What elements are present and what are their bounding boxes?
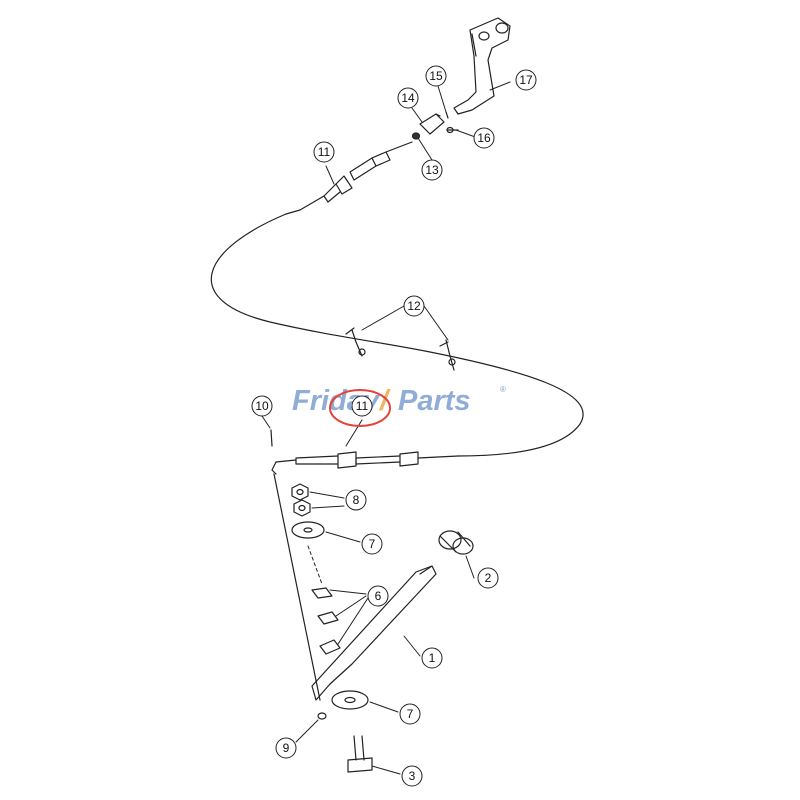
svg-text:15: 15 [429, 69, 443, 83]
callout-10[interactable]: 10 [251, 395, 273, 417]
leader-lines [261, 81, 511, 775]
callout-2[interactable]: 2 [477, 567, 499, 589]
callout-7-upper[interactable]: 7 [361, 533, 383, 555]
svg-text:11: 11 [318, 145, 331, 159]
part-14-clevis [419, 113, 445, 135]
callout-15[interactable]: 16 [473, 127, 495, 149]
part-11-cable-end-lower [271, 451, 459, 475]
callout-6[interactable]: 6 [367, 585, 389, 607]
watermark: Friday / Parts ® [292, 385, 506, 417]
svg-text:17: 17 [519, 73, 533, 87]
callout-8[interactable]: 8 [345, 489, 367, 511]
svg-text:7: 7 [407, 707, 414, 721]
callout-11-lower[interactable]: 11 [351, 395, 373, 417]
part-11-cable-end-upper [285, 141, 413, 215]
callout-14[interactable]: 14 [397, 87, 419, 109]
part-16-clip [445, 111, 449, 119]
svg-text:16: 16 [477, 131, 491, 145]
callout-11-upper[interactable]: 11 [313, 141, 335, 163]
svg-text:1: 1 [429, 651, 436, 665]
svg-text:9: 9 [283, 741, 290, 755]
part-17-bracket [453, 17, 511, 115]
callout-1[interactable]: 1 [421, 647, 443, 669]
svg-text:3: 3 [409, 769, 416, 783]
callout-12[interactable]: 12 [403, 295, 425, 317]
part-8-nut-upper [291, 483, 309, 501]
svg-text:6: 6 [375, 589, 382, 603]
part-8-nut-lower [293, 499, 311, 517]
cable-loop [210, 213, 584, 457]
watermark-text-parts: Parts [398, 385, 471, 417]
part-3-bolt [347, 735, 373, 773]
part-9-nut [317, 712, 327, 720]
callout-13[interactable]: 13 [421, 159, 443, 181]
watermark-slash: / [378, 385, 391, 417]
callout-16[interactable]: 15 [425, 65, 447, 87]
callout-9[interactable]: 9 [275, 737, 297, 759]
part-10-rod [270, 429, 321, 701]
part-6-spacer-1 [311, 587, 333, 599]
svg-text:12: 12 [407, 299, 421, 313]
part-1-lever [311, 565, 437, 701]
part-6-spacer-3 [319, 639, 341, 655]
part-7-washer-lower [331, 690, 369, 710]
svg-text:10: 10 [255, 399, 269, 413]
svg-text:14: 14 [401, 91, 415, 105]
svg-text:8: 8 [353, 493, 360, 507]
part-12-clip-left [345, 327, 366, 357]
watermark-reg-mark: ® [500, 385, 506, 394]
callout-17[interactable]: 17 [515, 69, 537, 91]
part-2-bushing [438, 530, 474, 555]
svg-text:11: 11 [356, 399, 369, 413]
part-13-nut [411, 132, 421, 140]
part-7-washer-upper [291, 521, 325, 539]
callout-3[interactable]: 3 [401, 765, 423, 787]
highlight-ring [329, 389, 391, 427]
callout-7-lower[interactable]: 7 [399, 703, 421, 725]
part-6-spacer-2 [317, 611, 339, 625]
svg-text:2: 2 [485, 571, 492, 585]
part-12-clip-right [439, 339, 456, 371]
svg-text:7: 7 [369, 537, 376, 551]
svg-text:13: 13 [425, 163, 439, 177]
